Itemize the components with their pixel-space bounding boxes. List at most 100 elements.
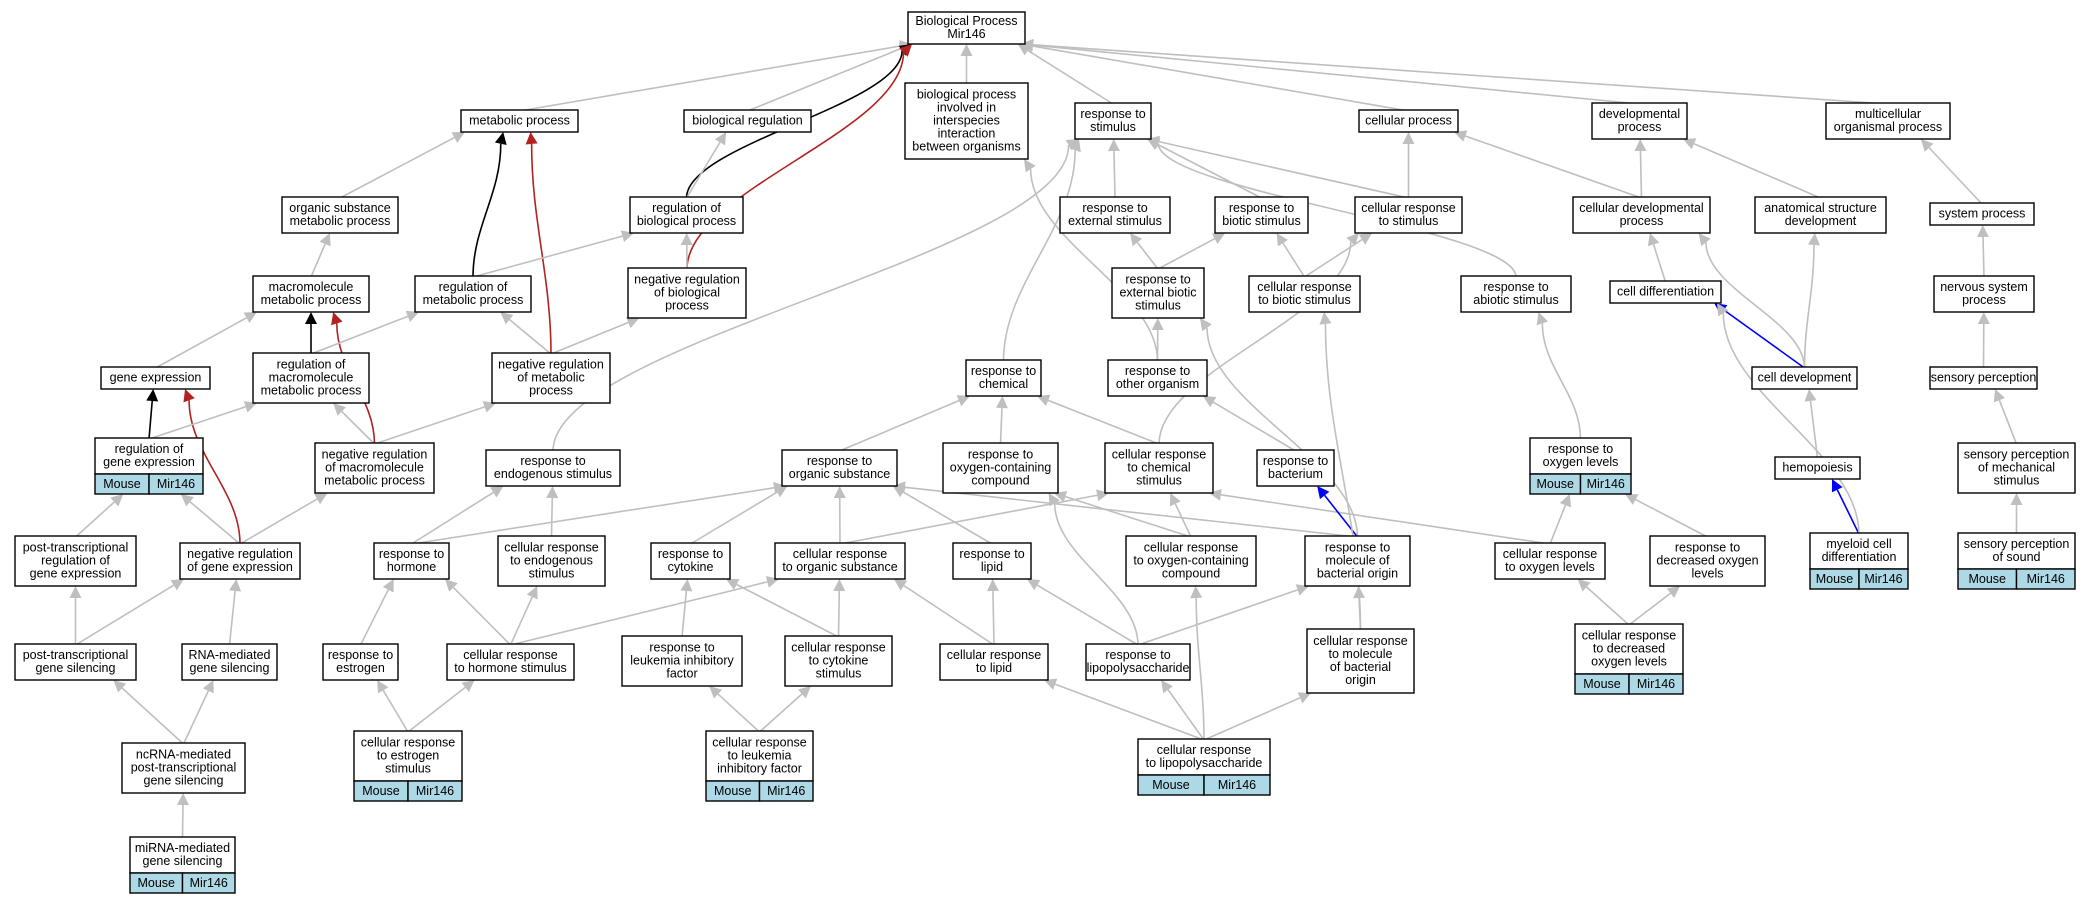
term-label-line: negative regulation xyxy=(634,273,740,287)
term-label-line: compound xyxy=(1162,567,1220,581)
term-label-line: regulation of xyxy=(439,280,508,294)
term-box xyxy=(414,275,532,313)
annotation-gene: Mir146 xyxy=(416,784,454,798)
arrowhead-resp_dec_oxy-to-resp_oxy_levels xyxy=(1624,494,1639,505)
edge-cell_resp_chem-to-resp_chem xyxy=(1047,399,1160,445)
term-box xyxy=(1125,535,1257,587)
go-term-system-proc[interactable]: system process xyxy=(1929,202,2035,226)
edge-resp_mol_bact-to-resp_org_sub xyxy=(904,486,1358,538)
go-term-gene-expr[interactable]: gene expression xyxy=(100,366,211,390)
arrowhead-cell_resp_stim-to-cellular_proc xyxy=(1402,132,1415,144)
term-label-line: regulation of xyxy=(652,201,721,215)
go-term-metabolic[interactable]: metabolic process xyxy=(460,109,579,133)
go-term-sensory-perc[interactable]: sensory perception xyxy=(1929,366,2038,390)
edge-resp_lipid-to-resp_org_sub xyxy=(902,491,993,545)
term-label-line: development xyxy=(1785,214,1857,228)
annotation-gene: Mir146 xyxy=(1218,778,1256,792)
arrowhead-resp_hormone-to-resp_endo xyxy=(490,486,504,498)
term-label-line: leukemia inhibitory xyxy=(630,654,734,668)
edge-sens_mech-to-sensory_perc xyxy=(1998,399,2018,445)
go-term-hemopoiesis[interactable]: hemopoiesis xyxy=(1774,456,1861,480)
go-term-cellular-proc[interactable]: cellular process xyxy=(1358,109,1459,133)
arrowhead-hemopoiesis-to-cell_dev xyxy=(1804,389,1817,402)
go-term-cell-dev[interactable]: cell development xyxy=(1751,366,1858,390)
term-label-line: response to xyxy=(1229,201,1294,215)
edge-cell_resp_org_sub-to-cell_resp_chem xyxy=(839,494,1098,545)
arrowhead-cell_resp_lps-to-resp_lps xyxy=(1161,680,1173,694)
edge-metabolic-to-bp xyxy=(519,45,901,112)
term-label-line: regulation of xyxy=(41,554,110,568)
arrowhead-cell_resp_biotic-to-cell_resp_stim xyxy=(1358,233,1373,245)
term-label-line: to molecule xyxy=(1329,647,1393,661)
go-term-cell-diff[interactable]: cell differentiation xyxy=(1609,280,1722,304)
term-label-line: gene silencing xyxy=(144,774,224,788)
arrowhead-neg_reg_gene-to-reg_gene_expr xyxy=(180,494,194,507)
term-label-line: cellular process xyxy=(1365,114,1452,128)
edge-resp_lps-to-resp_oxy_comp xyxy=(1053,503,1139,646)
annotation-species: Mouse xyxy=(362,784,400,798)
go-term-bioreg[interactable]: biological regulation xyxy=(683,109,812,133)
edge-macro_met-to-org_sub_met xyxy=(310,243,326,278)
